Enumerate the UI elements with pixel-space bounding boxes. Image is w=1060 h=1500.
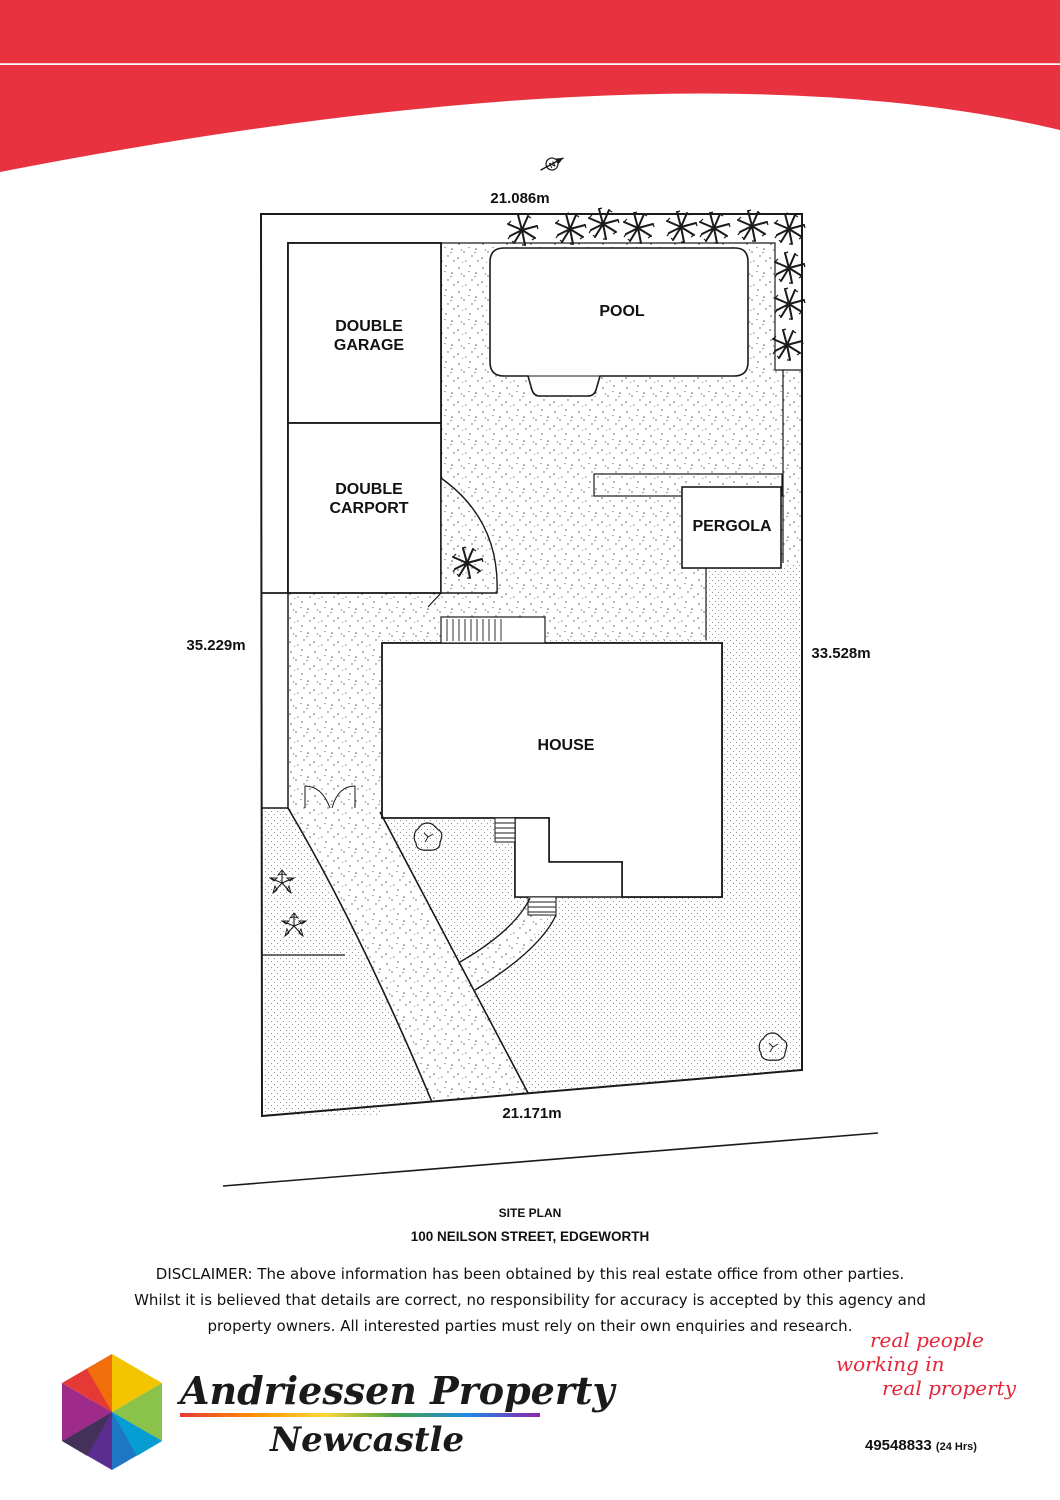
dimension-right: 33.528m	[811, 645, 870, 662]
cube-logo-icon	[62, 1354, 162, 1470]
tagline-line: real people	[870, 1328, 984, 1352]
header-swoosh	[0, 65, 1060, 172]
brand-rainbow-rule	[180, 1413, 540, 1417]
garage-label-line1: DOUBLE	[335, 318, 403, 335]
carport-label-line1: DOUBLE	[335, 481, 403, 498]
tagline: real people working in real property	[836, 1328, 1036, 1418]
double-carport	[287, 422, 442, 594]
property-boundary	[259, 213, 803, 1118]
plan-title: SITE PLAN	[498, 1206, 562, 1220]
phone-digits: 49548833	[865, 1437, 932, 1454]
north-letter: N	[548, 160, 558, 171]
header-banner	[0, 0, 1060, 64]
double-garage	[287, 242, 442, 424]
dimension-bottom: 21.171m	[502, 1105, 561, 1122]
north-arrow-icon: N	[540, 157, 564, 171]
garden-bed	[440, 476, 498, 594]
entry-gate	[304, 785, 356, 809]
driveway-path	[288, 808, 555, 1102]
phone-note: (24 Hrs)	[935, 1441, 977, 1453]
tagline-line: real property	[882, 1376, 1017, 1400]
disclaimer-line: property owners. All interested parties …	[207, 1317, 853, 1335]
pergola-label: PERGOLA	[692, 518, 772, 535]
house-steps	[440, 616, 557, 916]
carport-label-line2: CARPORT	[329, 500, 408, 517]
disclaimer-line: DISCLAIMER: The above information has be…	[155, 1265, 905, 1283]
tagline-line: working in	[836, 1352, 945, 1376]
pool	[489, 247, 749, 397]
plan-address: 100 NEILSON STREET, EDGEWORTH	[410, 1229, 650, 1244]
garage-label-line2: GARAGE	[334, 337, 405, 354]
phone-number[interactable]: 49548833 (24 Hrs)	[865, 1437, 977, 1454]
brand-name: Andriessen Property	[180, 1368, 615, 1413]
disclaimer-line: Whilst it is believed that details are c…	[134, 1291, 926, 1309]
pergola	[681, 486, 782, 569]
disclaimer: DISCLAIMER: The above information has be…	[130, 1261, 930, 1339]
house-label: HOUSE	[538, 737, 595, 754]
street-frontage-line	[222, 1132, 879, 1187]
brand-subname: Newcastle	[270, 1420, 465, 1460]
dimension-left: 35.229m	[186, 637, 245, 654]
pool-label: POOL	[599, 303, 645, 320]
dimension-top: 21.086m	[490, 190, 549, 207]
